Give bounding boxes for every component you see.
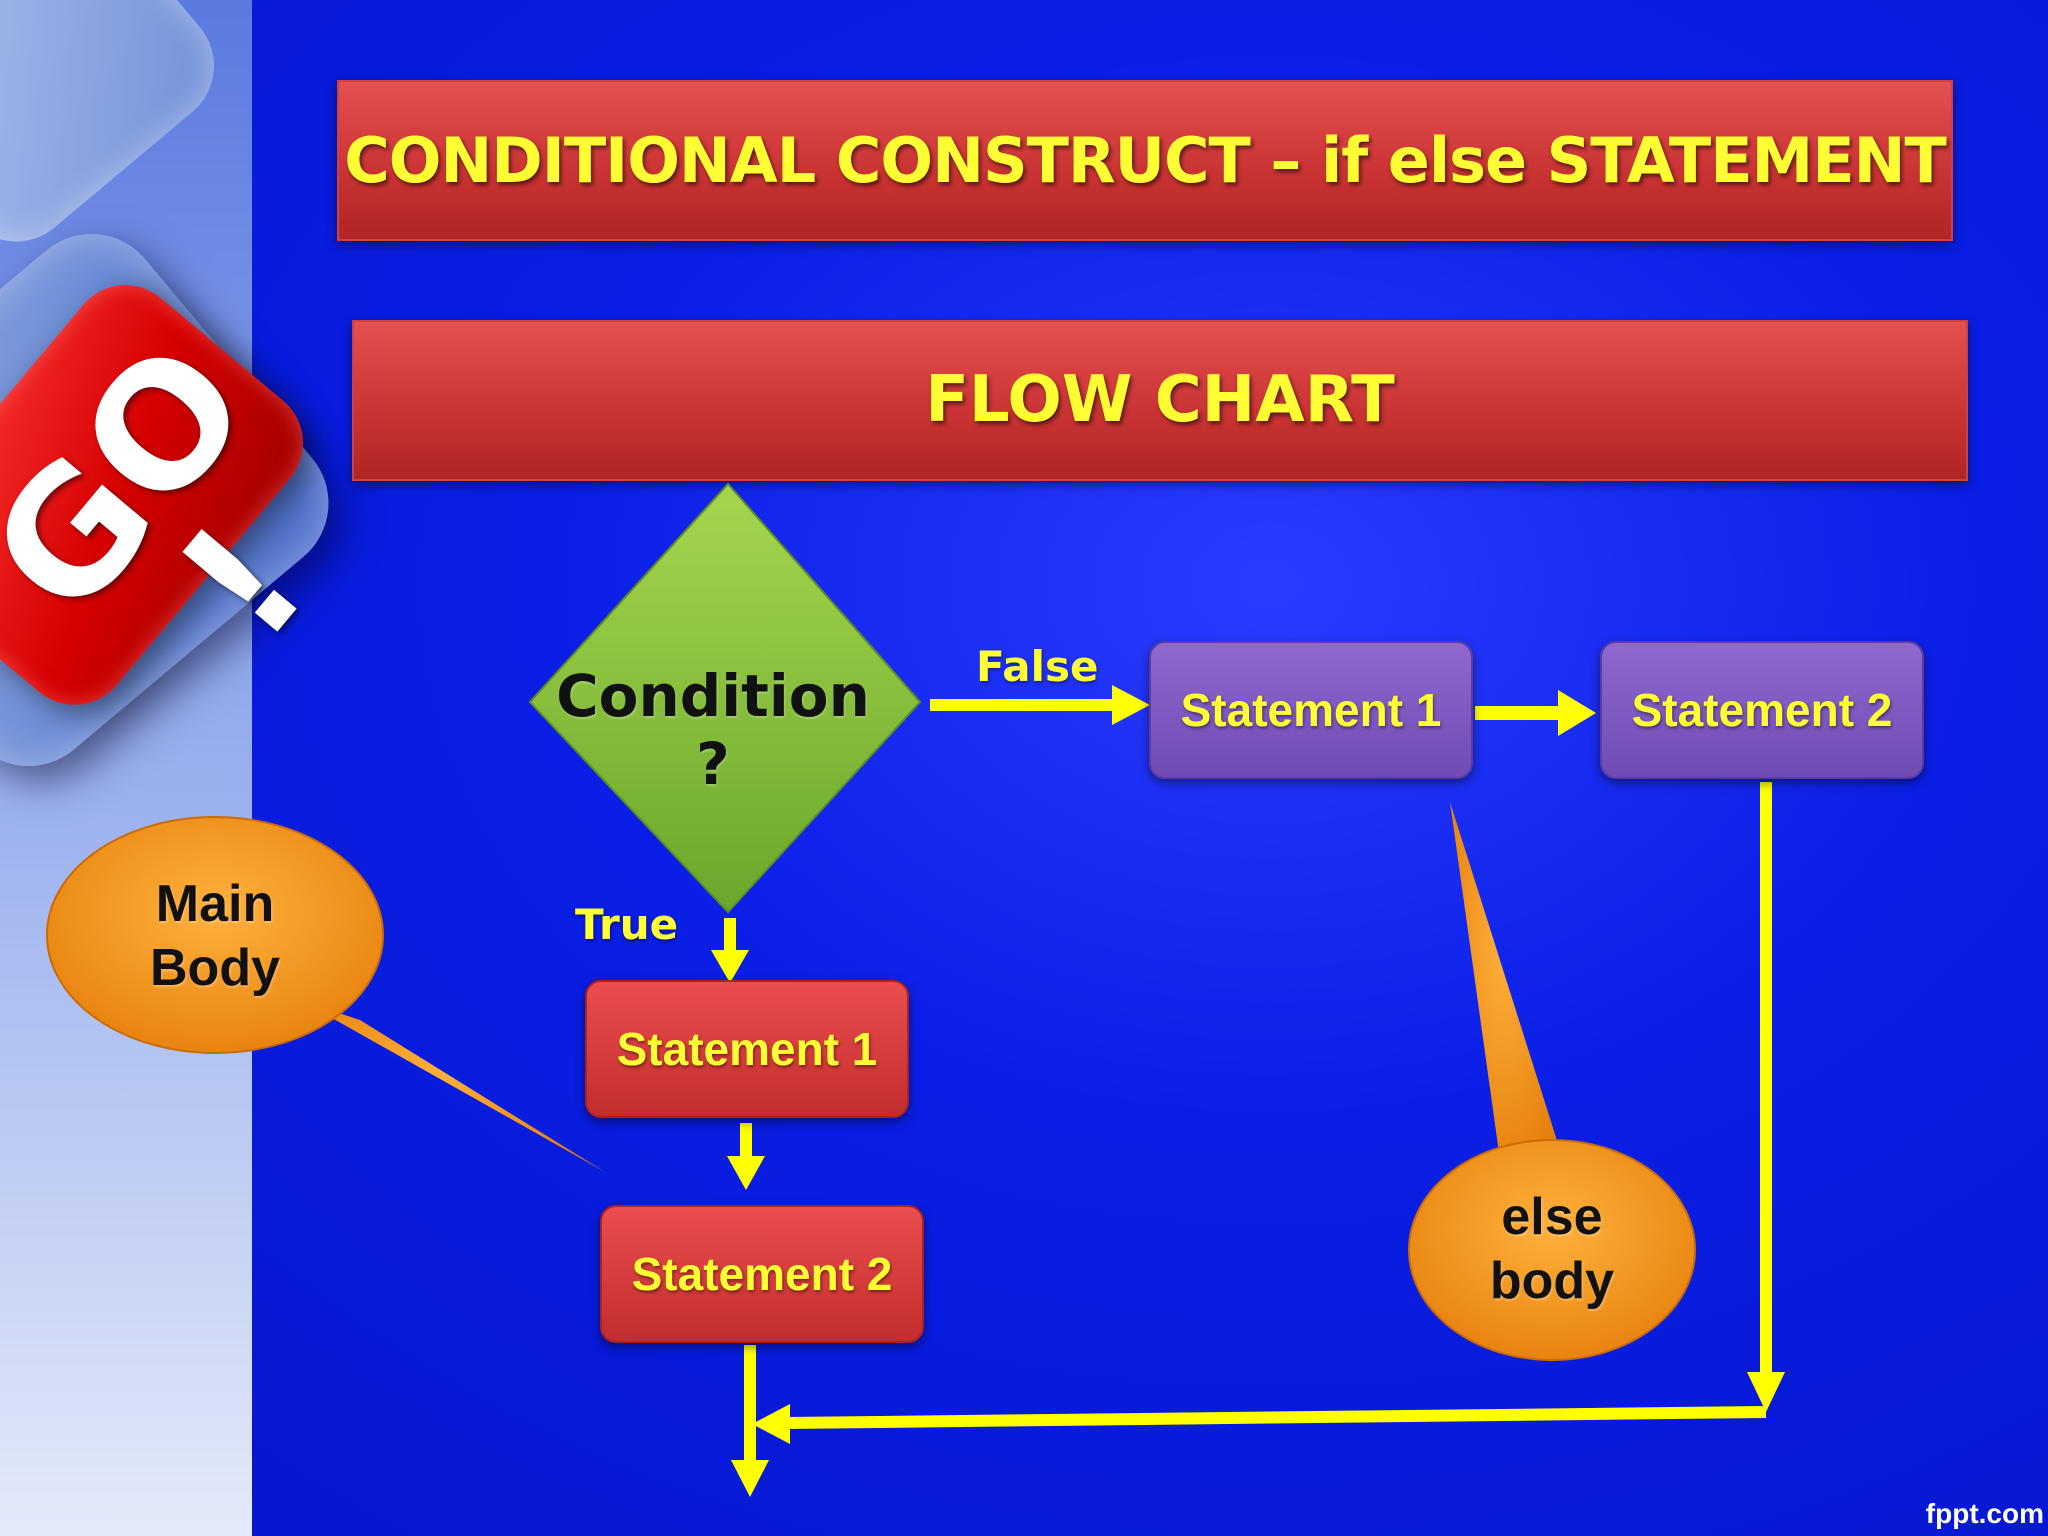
- else-body-label: else body: [1489, 1188, 1615, 1310]
- false-label: False: [976, 642, 1099, 691]
- slide-subtitle: FLOW CHART: [352, 320, 1968, 481]
- else-body-callout: [1408, 1139, 1696, 1361]
- true-label: True: [575, 900, 679, 949]
- main-body-label: Main Body: [150, 875, 280, 997]
- false-statement-1: Statement 1: [1149, 641, 1473, 779]
- arrow-merge: [784, 1406, 1767, 1429]
- flow-arrows: [711, 685, 1785, 1497]
- watermark: fppt.com: [1925, 1498, 2044, 1529]
- decision-label: Condition ?: [556, 662, 870, 798]
- slide-title: CONDITIONAL CONSTRUCT – if else STATEMEN…: [337, 80, 1953, 241]
- decision-diamond: [528, 482, 922, 914]
- true-statement-2: Statement 2: [600, 1205, 924, 1343]
- main-body-callout-tail: [300, 1000, 605, 1172]
- false-statement-2: Statement 2: [1600, 641, 1924, 779]
- else-body-callout-tail: [1450, 802, 1560, 1160]
- true-statement-1: Statement 1: [585, 980, 909, 1118]
- main-body-callout: [46, 816, 384, 1054]
